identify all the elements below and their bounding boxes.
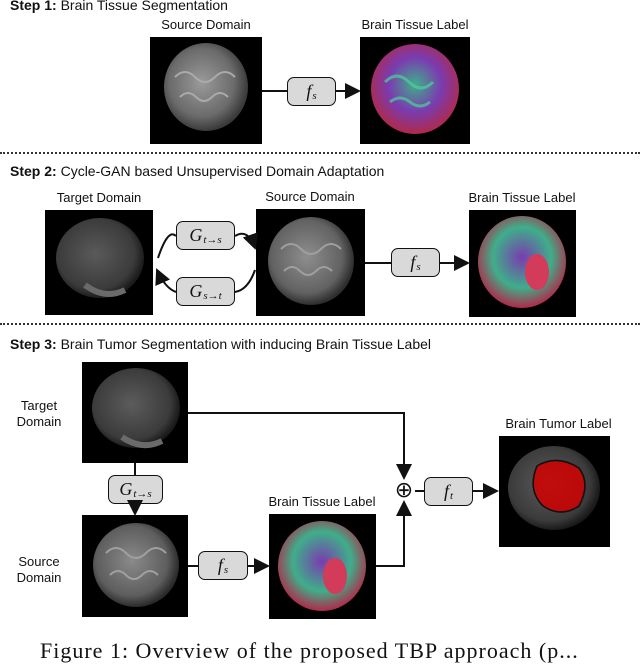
ft-base: f: [443, 481, 449, 501]
target-domain-label-2: Target Domain: [56, 190, 142, 205]
source-domain-image-3: [82, 515, 188, 617]
step1-title: Step 1: Brain Tissue Segmentation: [10, 0, 228, 13]
g-ts-base-3: G: [119, 479, 133, 499]
brain-tissue-label-image-1: [360, 37, 470, 144]
fs-sub-2: s: [416, 260, 421, 273]
g-ts-sub-3: t→s: [133, 487, 152, 500]
step3-text: Brain Tumor Segmentation with inducing B…: [60, 336, 432, 352]
step3-number: Step 3:: [10, 336, 57, 352]
fs-sub-3: s: [223, 563, 229, 576]
step2-title: Step 2: Cycle-GAN based Unsupervised Dom…: [10, 163, 384, 179]
domain-word-target: Domain: [16, 414, 62, 429]
target-domain-label-3: Target Domain: [10, 398, 68, 430]
source-domain-image: [150, 37, 262, 144]
step1-text: Brain Tissue Segmentation: [60, 0, 228, 13]
g-ts-base: G: [189, 225, 203, 245]
fs-base-3: f: [217, 555, 223, 575]
fs-base: f: [306, 81, 312, 101]
figure-caption: Figure 1: Overview of the proposed TBP a…: [40, 638, 579, 663]
target-domain-image-2: [45, 210, 153, 315]
step2-number: Step 2:: [10, 163, 57, 179]
source-domain-label: Source Domain: [161, 17, 251, 32]
fs-base-2: f: [410, 252, 416, 272]
brain-tumor-label-title: Brain Tumor Label: [505, 416, 612, 431]
g-st-base: G: [189, 281, 203, 301]
step1-number: Step 1:: [10, 0, 57, 13]
brain-tissue-label-title-2: Brain Tissue Label: [468, 190, 576, 205]
fs-sub: s: [312, 89, 317, 102]
ft-sub: t: [449, 489, 454, 502]
g-ts-sub: t→s: [203, 233, 222, 246]
step-divider-1: [0, 152, 640, 154]
step-divider-2: [0, 323, 640, 325]
source-domain-image-2: [256, 209, 365, 316]
brain-tissue-label-image-2: [469, 210, 576, 317]
brain-tissue-label-image-3: [269, 514, 376, 619]
step3-title: Step 3: Brain Tumor Segmentation with in…: [10, 336, 431, 352]
brain-tissue-label-title-3: Brain Tissue Label: [268, 494, 376, 509]
target-domain-image-3: [82, 362, 188, 463]
source-domain-label-3: Source Domain: [10, 554, 68, 586]
source-word: Source: [18, 554, 60, 569]
brain-tumor-label-image: [499, 436, 610, 547]
step2-text: Cycle-GAN based Unsupervised Domain Adap…: [60, 163, 385, 179]
domain-word-source: Domain: [16, 570, 62, 585]
target-word: Target: [20, 398, 58, 413]
brain-tissue-label-title-1: Brain Tissue Label: [361, 17, 469, 32]
source-domain-label-2: Source Domain: [265, 189, 355, 204]
concat-oplus-symbol: ⊕: [394, 477, 414, 502]
g-st-sub: s→t: [203, 289, 222, 302]
